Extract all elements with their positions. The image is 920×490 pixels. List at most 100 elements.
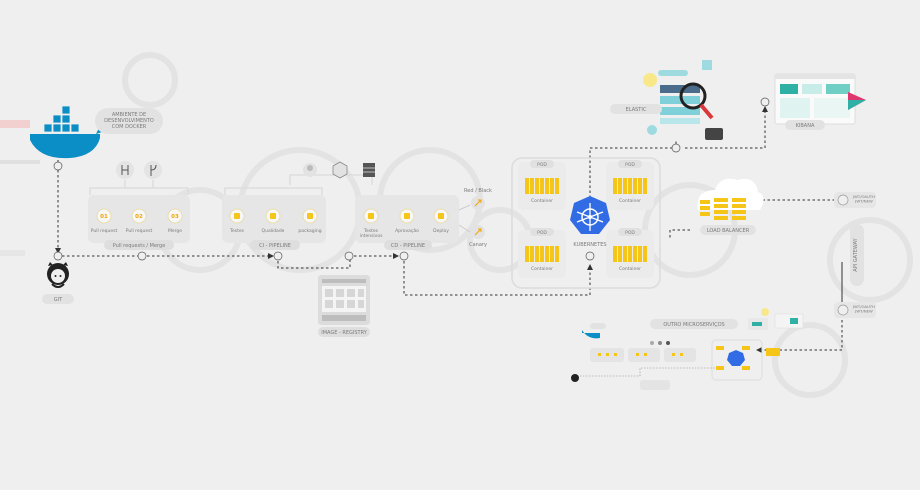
git-label: GIT xyxy=(54,297,63,303)
ci-step-label: packaging xyxy=(298,228,321,234)
branch-icon xyxy=(116,161,134,179)
container-icon xyxy=(613,178,647,194)
container-label: Container xyxy=(619,266,641,272)
docker-node xyxy=(53,161,63,171)
tools-icons xyxy=(289,161,375,185)
line-ci-registry-cd xyxy=(277,255,395,269)
database-tool-icon xyxy=(363,163,375,177)
container-label: Container xyxy=(531,266,553,272)
api-gateway-label: API GATEWAY xyxy=(853,237,859,271)
mini-kubernetes-icon xyxy=(727,350,745,366)
registry-label: IMAGE - REGISTRY xyxy=(321,330,368,336)
red-black-label: Red / Black xyxy=(464,188,492,194)
gateway-bottom-icon xyxy=(837,304,849,316)
cd-step-glyph xyxy=(368,213,374,219)
kibana-label: KIBANA xyxy=(796,123,815,129)
hexagon-tool-icon xyxy=(332,161,348,179)
cd-step-2: Aprovação xyxy=(395,208,419,234)
pr-step-number: 01 xyxy=(100,214,108,220)
pod-label: POD xyxy=(625,230,635,236)
pr-step-number: 03 xyxy=(171,214,179,220)
pod-label: POD xyxy=(537,162,547,168)
pr-step-label: Pull request xyxy=(126,228,153,234)
cd-step-glyph xyxy=(404,213,410,219)
elastic-label: ELASTIC xyxy=(626,107,647,113)
git-section: GIT xyxy=(42,251,74,304)
line-gateway-micro xyxy=(760,320,843,351)
pod-3: POD Container xyxy=(518,228,566,278)
ci-section: Testes Qualidade packaging CI - PIPELINE xyxy=(222,187,326,261)
registry-section: IMAGE - REGISTRY xyxy=(318,275,370,337)
pr-step-label: Merge xyxy=(168,228,182,234)
git-node xyxy=(53,251,63,261)
ci-label: CI - PIPELINE xyxy=(259,243,291,249)
container-icon xyxy=(613,246,647,262)
magnifier-icon xyxy=(679,82,707,110)
microservices-section: OUTRO MICROSERVIÇOS xyxy=(571,308,804,390)
ci-step-2: Qualidade xyxy=(262,208,285,234)
ci-node xyxy=(273,251,283,261)
pr-step-icon xyxy=(131,208,147,224)
pod-label: POD xyxy=(537,230,547,236)
cd-step-glyph xyxy=(438,213,444,219)
kubernetes-cluster xyxy=(511,157,661,289)
cd-step-3: Deploy xyxy=(433,208,449,234)
pr-step-number: 02 xyxy=(135,214,143,220)
elastic-dot-icon xyxy=(643,73,657,87)
container-icon xyxy=(525,178,559,194)
api-gateway-pill xyxy=(850,224,864,286)
pod-4: POD Container xyxy=(606,228,654,278)
pull-requests-label: Pull requests / Merge xyxy=(113,243,166,249)
kube-node xyxy=(585,251,595,261)
load-balancer-label: LOAD BALANCER xyxy=(707,228,750,234)
pr-step-label: Pull request xyxy=(91,228,118,234)
ci-step-3: packaging xyxy=(298,208,322,234)
cd-step-label: Deploy xyxy=(433,228,449,234)
line-cd-kubernetes xyxy=(403,256,591,296)
registry-cd-node xyxy=(344,251,354,261)
load-balancer-section: LOAD BALANCER xyxy=(697,178,764,235)
kibana-section: KIBANA xyxy=(760,73,866,130)
container-label: Container xyxy=(619,198,641,204)
pod-1: POD Container xyxy=(518,160,566,210)
elastic-section: ELASTIC xyxy=(610,60,723,153)
kubernetes-label: KUBERNETES xyxy=(573,242,606,248)
cloud-icon xyxy=(697,178,764,210)
ci-step-glyph xyxy=(307,213,313,219)
merge-icon xyxy=(144,161,162,179)
docker-whale-icon xyxy=(30,105,108,159)
ci-step-label: Qualidade xyxy=(262,228,285,234)
pr-node xyxy=(137,251,147,261)
pr-step-icon xyxy=(167,208,183,224)
line-lb-kube xyxy=(669,229,690,238)
container-label: Container xyxy=(531,198,553,204)
mini-git-icon xyxy=(571,374,579,382)
kibana-node xyxy=(760,97,770,107)
microservices-label: OUTRO MICROSERVIÇOS xyxy=(663,322,724,328)
ci-step-label: Testes xyxy=(229,228,245,234)
ci-step-glyph xyxy=(234,213,240,219)
elastic-node xyxy=(671,143,681,153)
cd-label: CD - PIPELINE xyxy=(391,243,425,249)
release-strategies: Red / Black Canary xyxy=(458,188,492,248)
mini-docker-icon xyxy=(582,330,600,339)
git-label-pill xyxy=(42,294,74,304)
kubernetes-section: PODContainerPODContainerPODContainerPODC… xyxy=(511,157,661,289)
background-stripes xyxy=(0,120,40,256)
kubernetes-icon xyxy=(570,196,610,234)
cd-node xyxy=(399,251,409,261)
gateway-top-icon xyxy=(837,194,849,206)
ci-step-glyph xyxy=(270,213,276,219)
